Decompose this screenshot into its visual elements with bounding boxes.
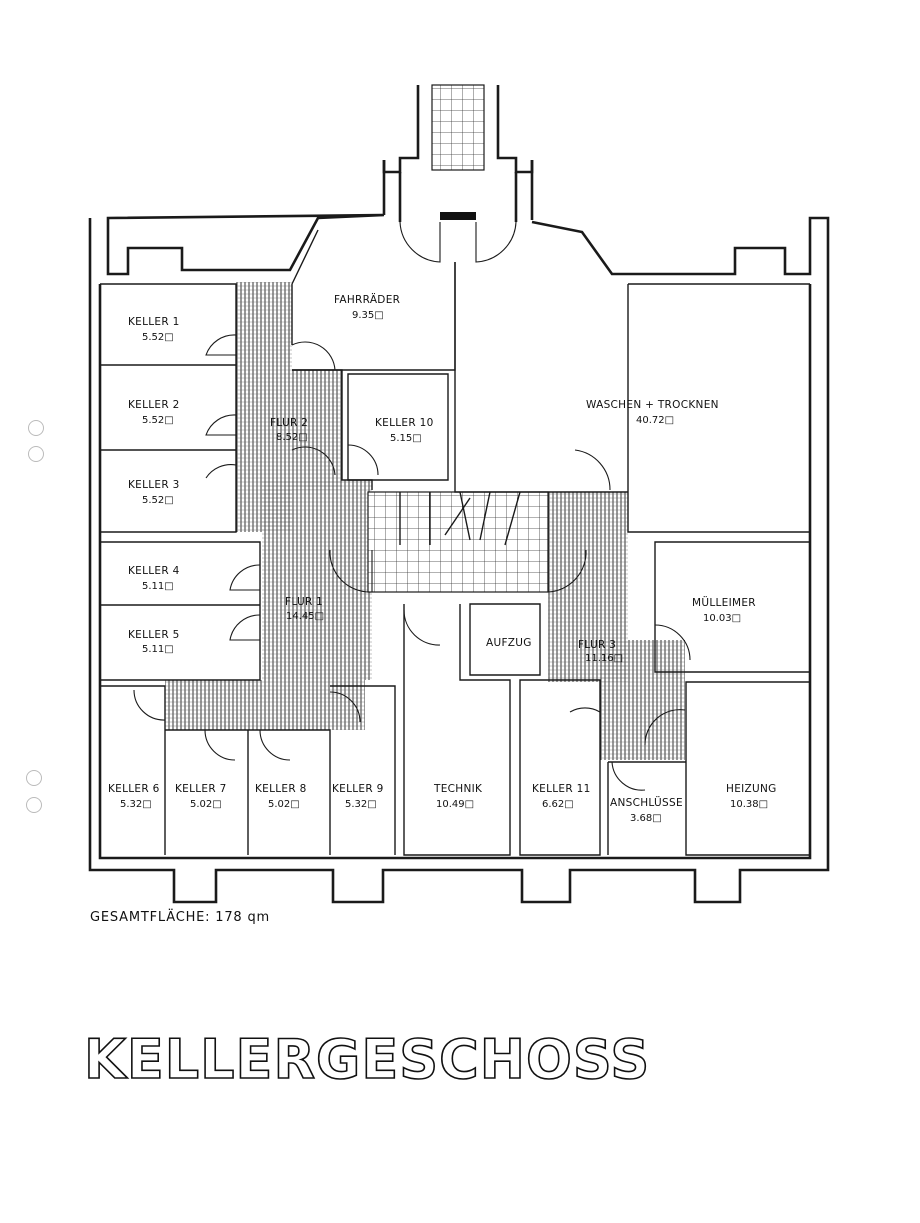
total-area-label: GESAMTFLÄCHE: 178 qm xyxy=(90,910,270,925)
room-muelleimer-area: 10.03□ xyxy=(703,613,741,624)
punch-hole xyxy=(26,770,42,786)
room-keller7-name: KELLER 7 xyxy=(175,783,227,795)
room-keller7-area: 5.02□ xyxy=(190,799,222,810)
punch-hole xyxy=(26,797,42,813)
room-keller6-area: 5.32□ xyxy=(120,799,152,810)
room-keller6-name: KELLER 6 xyxy=(108,783,160,795)
room-waschen-area: 40.72□ xyxy=(636,415,674,426)
room-keller3-name: KELLER 3 xyxy=(128,479,180,491)
interior-walls xyxy=(100,229,811,856)
room-technik-area: 10.49□ xyxy=(436,799,474,810)
room-keller5-name: KELLER 5 xyxy=(128,629,180,641)
room-keller5-area: 5.11□ xyxy=(142,644,174,655)
corridor-hatching xyxy=(165,282,685,760)
room-keller9-area: 5.32□ xyxy=(345,799,377,810)
room-keller2-name: KELLER 2 xyxy=(128,399,180,411)
room-flur2-name: FLUR 2 xyxy=(270,417,308,429)
room-technik-name: TECHNIK xyxy=(433,783,483,795)
room-keller8-area: 5.02□ xyxy=(268,799,300,810)
room-waschen-name: WASCHEN + TROCKNEN xyxy=(586,399,719,411)
room-aufzug-name: AUFZUG xyxy=(486,637,532,649)
room-keller2-area: 5.52□ xyxy=(142,415,174,426)
room-keller10-area: 5.15□ xyxy=(390,433,422,444)
room-keller10-name: KELLER 10 xyxy=(375,417,434,429)
room-keller9-name: KELLER 9 xyxy=(332,783,384,795)
room-keller8-name: KELLER 8 xyxy=(255,783,307,795)
room-flur3-name: FLUR 3 xyxy=(578,639,616,651)
room-keller1-area: 5.52□ xyxy=(142,332,174,343)
room-anschluesse-area: 3.68□ xyxy=(630,813,662,824)
floor-title: KELLERGESCHOSS xyxy=(83,1027,651,1092)
room-fahrraeder-area: 9.35□ xyxy=(352,310,384,321)
room-flur3-area: 11.16□ xyxy=(585,653,623,664)
room-muelleimer-name: MÜLLEIMER xyxy=(692,596,756,609)
room-flur1-name: FLUR 1 xyxy=(285,596,323,608)
room-labels: KELLER 1 5.52□ KELLER 2 5.52□ KELLER 3 5… xyxy=(108,293,777,824)
room-keller4-name: KELLER 4 xyxy=(128,565,180,577)
entrance-stair xyxy=(382,84,534,222)
staircase xyxy=(367,491,549,593)
room-fahrraeder-name: FAHRRÄDER xyxy=(334,293,400,306)
room-flur1-area: 14.45□ xyxy=(286,611,324,622)
room-keller11-name: KELLER 11 xyxy=(532,783,591,795)
door-swings xyxy=(133,221,691,791)
room-anschluesse-name: ANSCHLÜSSE xyxy=(610,796,683,809)
room-heizung-name: HEIZUNG xyxy=(726,783,777,795)
room-keller1-name: KELLER 1 xyxy=(128,316,180,328)
room-keller3-area: 5.52□ xyxy=(142,495,174,506)
punch-hole xyxy=(28,446,44,462)
room-heizung-area: 10.38□ xyxy=(730,799,768,810)
room-keller11-area: 6.62□ xyxy=(542,799,574,810)
room-flur2-area: 8.52□ xyxy=(276,432,308,443)
room-keller4-area: 5.11□ xyxy=(142,581,174,592)
punch-hole xyxy=(28,420,44,436)
